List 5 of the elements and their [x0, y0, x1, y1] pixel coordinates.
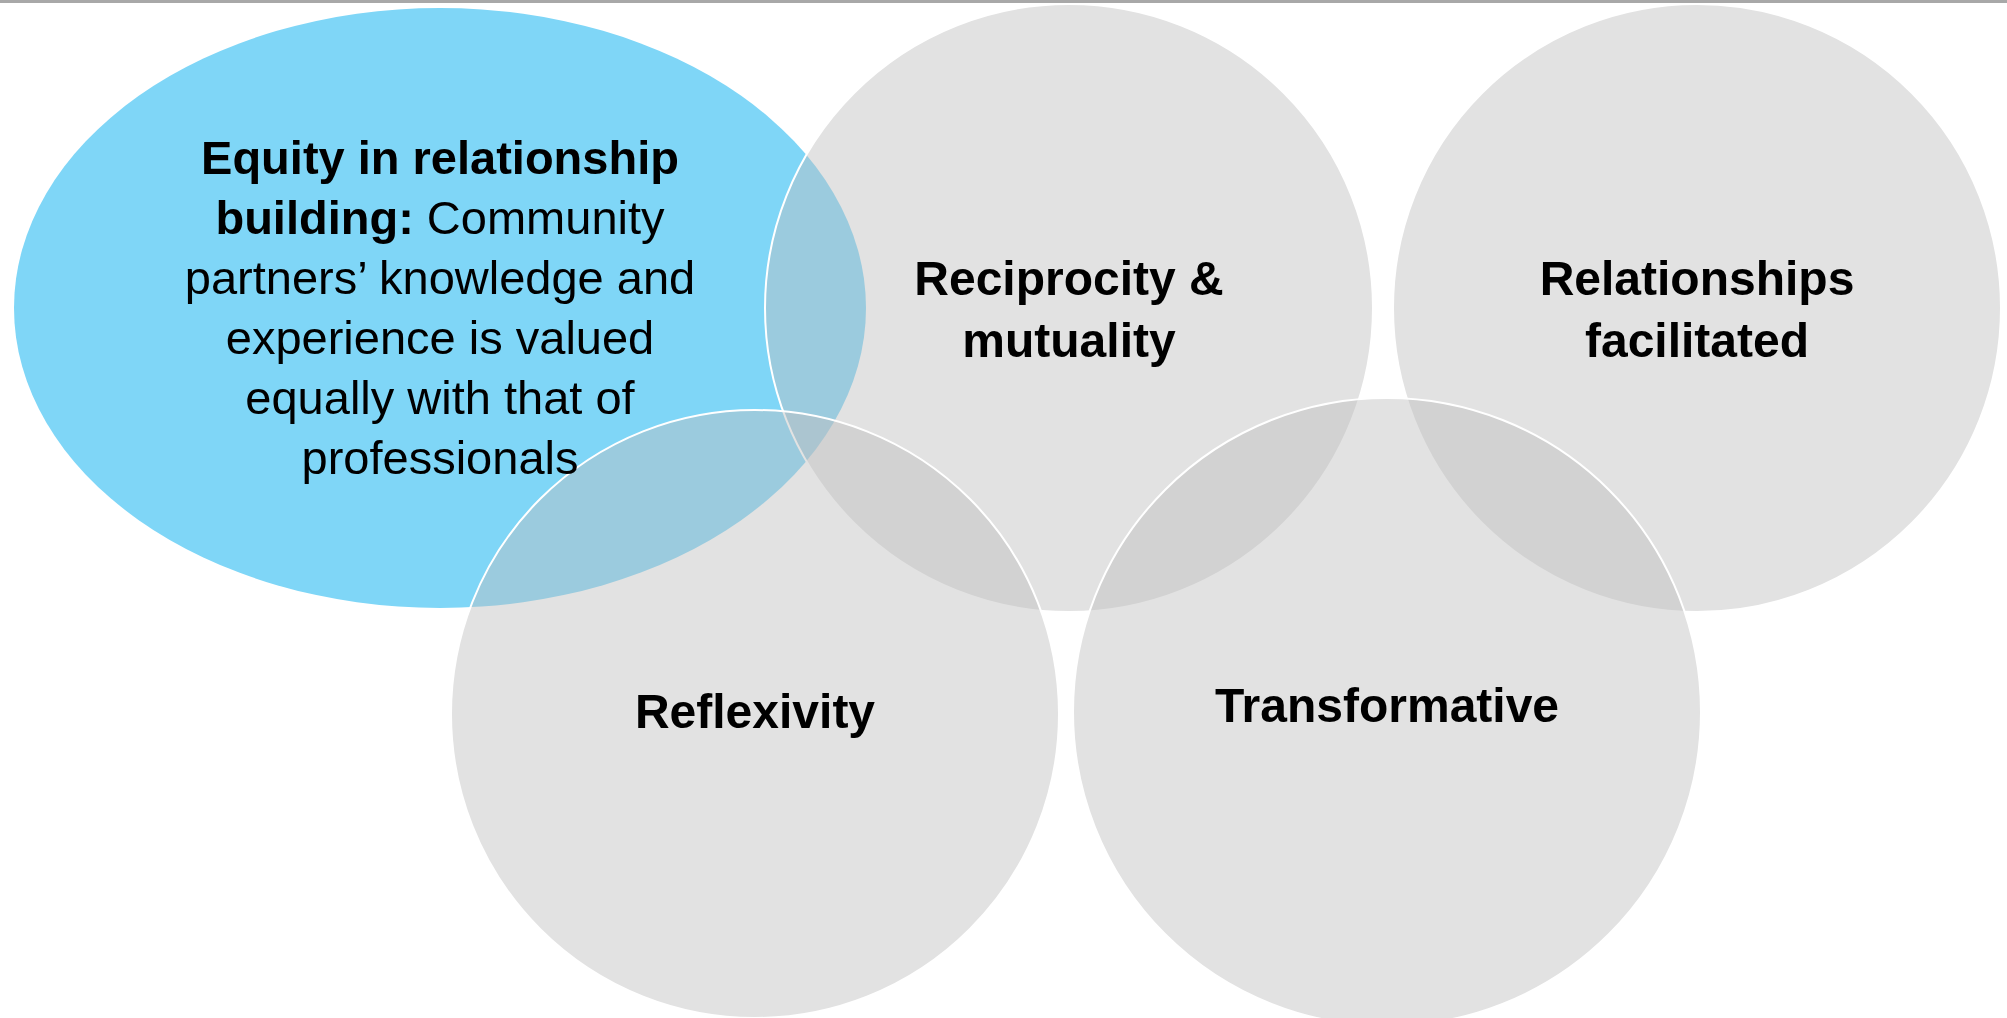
circle-label: Reciprocity & mutuality: [913, 251, 1225, 369]
circle-label: Reflexivity: [633, 684, 877, 740]
circle-label: Relationships facilitated: [1538, 251, 1856, 369]
circle-label: Transformative: [1213, 678, 1561, 734]
description-text: Equity in relationship building: Community partners’ knowledge and experience is valued equally with that of professionals: [183, 130, 697, 486]
